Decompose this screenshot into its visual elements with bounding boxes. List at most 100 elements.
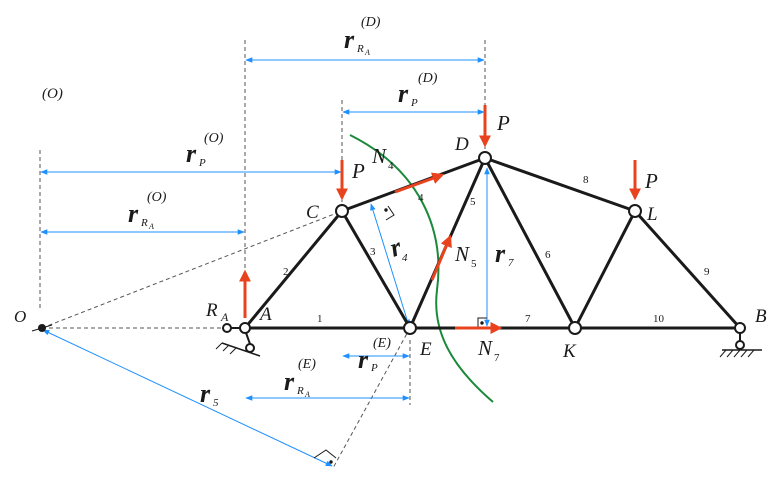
r-ra-e-base: r (284, 367, 295, 396)
support-b-roller (735, 340, 745, 350)
load-label-d: P (496, 111, 510, 135)
r-p-e-base: r (358, 345, 369, 374)
force-n5-sub: 5 (471, 258, 477, 270)
reaction-ra-label: R A (205, 300, 229, 324)
joint-l (628, 204, 642, 218)
r-ra-d-sub: R (356, 43, 364, 55)
right-angle-r4-dot (384, 208, 388, 212)
joint-k (568, 321, 582, 335)
member-8 (483, 156, 637, 213)
r-p-o-sup: (O) (204, 131, 224, 146)
node-label-b: B (755, 306, 767, 327)
r-p-d-sup: (D) (418, 71, 438, 86)
r-7-base: r (495, 239, 506, 268)
r-7-sub: 7 (508, 257, 514, 269)
r-p-o-base: r (186, 139, 197, 168)
r-p-o-sub: P (198, 157, 206, 169)
force-n5-base: N (454, 242, 470, 266)
right-angle-markers (313, 205, 487, 464)
member-label-6: 6 (545, 249, 551, 261)
member-2 (243, 209, 344, 330)
force-n7-base: N (477, 336, 493, 360)
label-r-4: r 4 (386, 232, 408, 264)
right-angle-r5-dot (329, 460, 333, 464)
r-ra-o-sup: (O) (147, 190, 167, 205)
guide-member-2-extension (41, 210, 343, 329)
right-angle-r5 (313, 449, 337, 459)
reaction-ra-sub: A (220, 310, 229, 324)
load-label-c: P (351, 159, 365, 183)
label-r-ra-e: r R A (E) (284, 357, 316, 399)
r-ra-e-subsub: A (304, 390, 310, 399)
force-n4-arrow (394, 172, 445, 194)
label-r-ra-d: r R A (D) (344, 15, 381, 57)
r-ra-o-base: r (128, 199, 139, 228)
force-n5-arrow (430, 234, 452, 281)
node-label-a: A (258, 304, 272, 325)
node-labels: (O) O A B C D E K L P P P (14, 86, 767, 362)
dimension-lines (40, 57, 490, 467)
right-angle-r4 (385, 205, 395, 221)
r-ra-d-sup: (D) (361, 15, 381, 30)
truss-joints (239, 151, 746, 335)
dim-r-5 (42, 329, 333, 467)
label-r-p-e: r P (E) (358, 336, 391, 374)
r-p-e-sub: P (370, 362, 378, 374)
r-4-sub: 4 (402, 252, 408, 264)
member-label-8: 8 (583, 174, 589, 186)
member-9 (633, 209, 742, 330)
lever-arm-labels: r R A (D) r P (D) r P (O) r R A (O) r 4 … (128, 15, 514, 409)
r-p-d-sub: P (410, 97, 418, 109)
member-label-7: 7 (525, 313, 531, 325)
load-label-l: P (644, 169, 658, 193)
member-label-2: 2 (283, 266, 289, 278)
member-label-1: 1 (317, 313, 323, 325)
joint-e (403, 321, 417, 335)
r-ra-d-base: r (344, 25, 355, 54)
node-label-e: E (419, 339, 432, 360)
r-5-base: r (200, 379, 211, 408)
force-n4-sub: 4 (388, 160, 394, 172)
label-r-5: r 5 (200, 379, 219, 409)
support-b (719, 332, 762, 358)
r-ra-o-subsub: A (148, 222, 154, 231)
member-numbers: 1 2 3 4 5 6 7 8 9 10 (283, 174, 710, 325)
r-ra-d-subsub: A (364, 48, 370, 57)
support-a-roller (245, 343, 255, 353)
origin-tick (31, 324, 53, 332)
joint-d (478, 151, 492, 165)
node-label-d: D (454, 134, 469, 155)
member-label-3: 3 (370, 246, 376, 258)
joint-c (335, 204, 349, 218)
member-label-5: 5 (470, 196, 476, 208)
origin-label: O (14, 307, 26, 326)
joint-a (239, 322, 251, 334)
r-ra-e-sup: (E) (298, 357, 316, 372)
guide-lines (39, 40, 486, 469)
node-label-l: L (646, 204, 658, 225)
node-label-c: C (306, 202, 319, 223)
dim-r-4 (370, 203, 410, 327)
truss-members (243, 156, 742, 330)
reaction-ra-base: R (205, 300, 218, 321)
label-r-p-d: r P (D) (398, 71, 438, 109)
support-a-pin (222, 323, 232, 333)
r-p-e-sup: (E) (373, 336, 391, 351)
label-r-7: r 7 (495, 239, 514, 269)
internal-force-labels: N 4 N 5 N 7 (371, 144, 500, 364)
forces (239, 105, 641, 334)
label-r-p-o: r P (O) (186, 131, 224, 169)
r-p-d-base: r (398, 79, 409, 108)
label-r-ra-o: r R A (O) (128, 190, 167, 231)
section-cut-line (349, 134, 494, 403)
r-5-sub: 5 (213, 397, 219, 409)
r-ra-o-sub: R (140, 217, 148, 229)
right-angle-r7-dot (480, 321, 484, 325)
joint-b (734, 322, 746, 334)
member-label-10: 10 (653, 313, 665, 325)
origin-note: (O) (42, 86, 63, 102)
member-6 (483, 156, 577, 330)
member-kl (573, 209, 637, 330)
node-label-k: K (562, 341, 577, 362)
